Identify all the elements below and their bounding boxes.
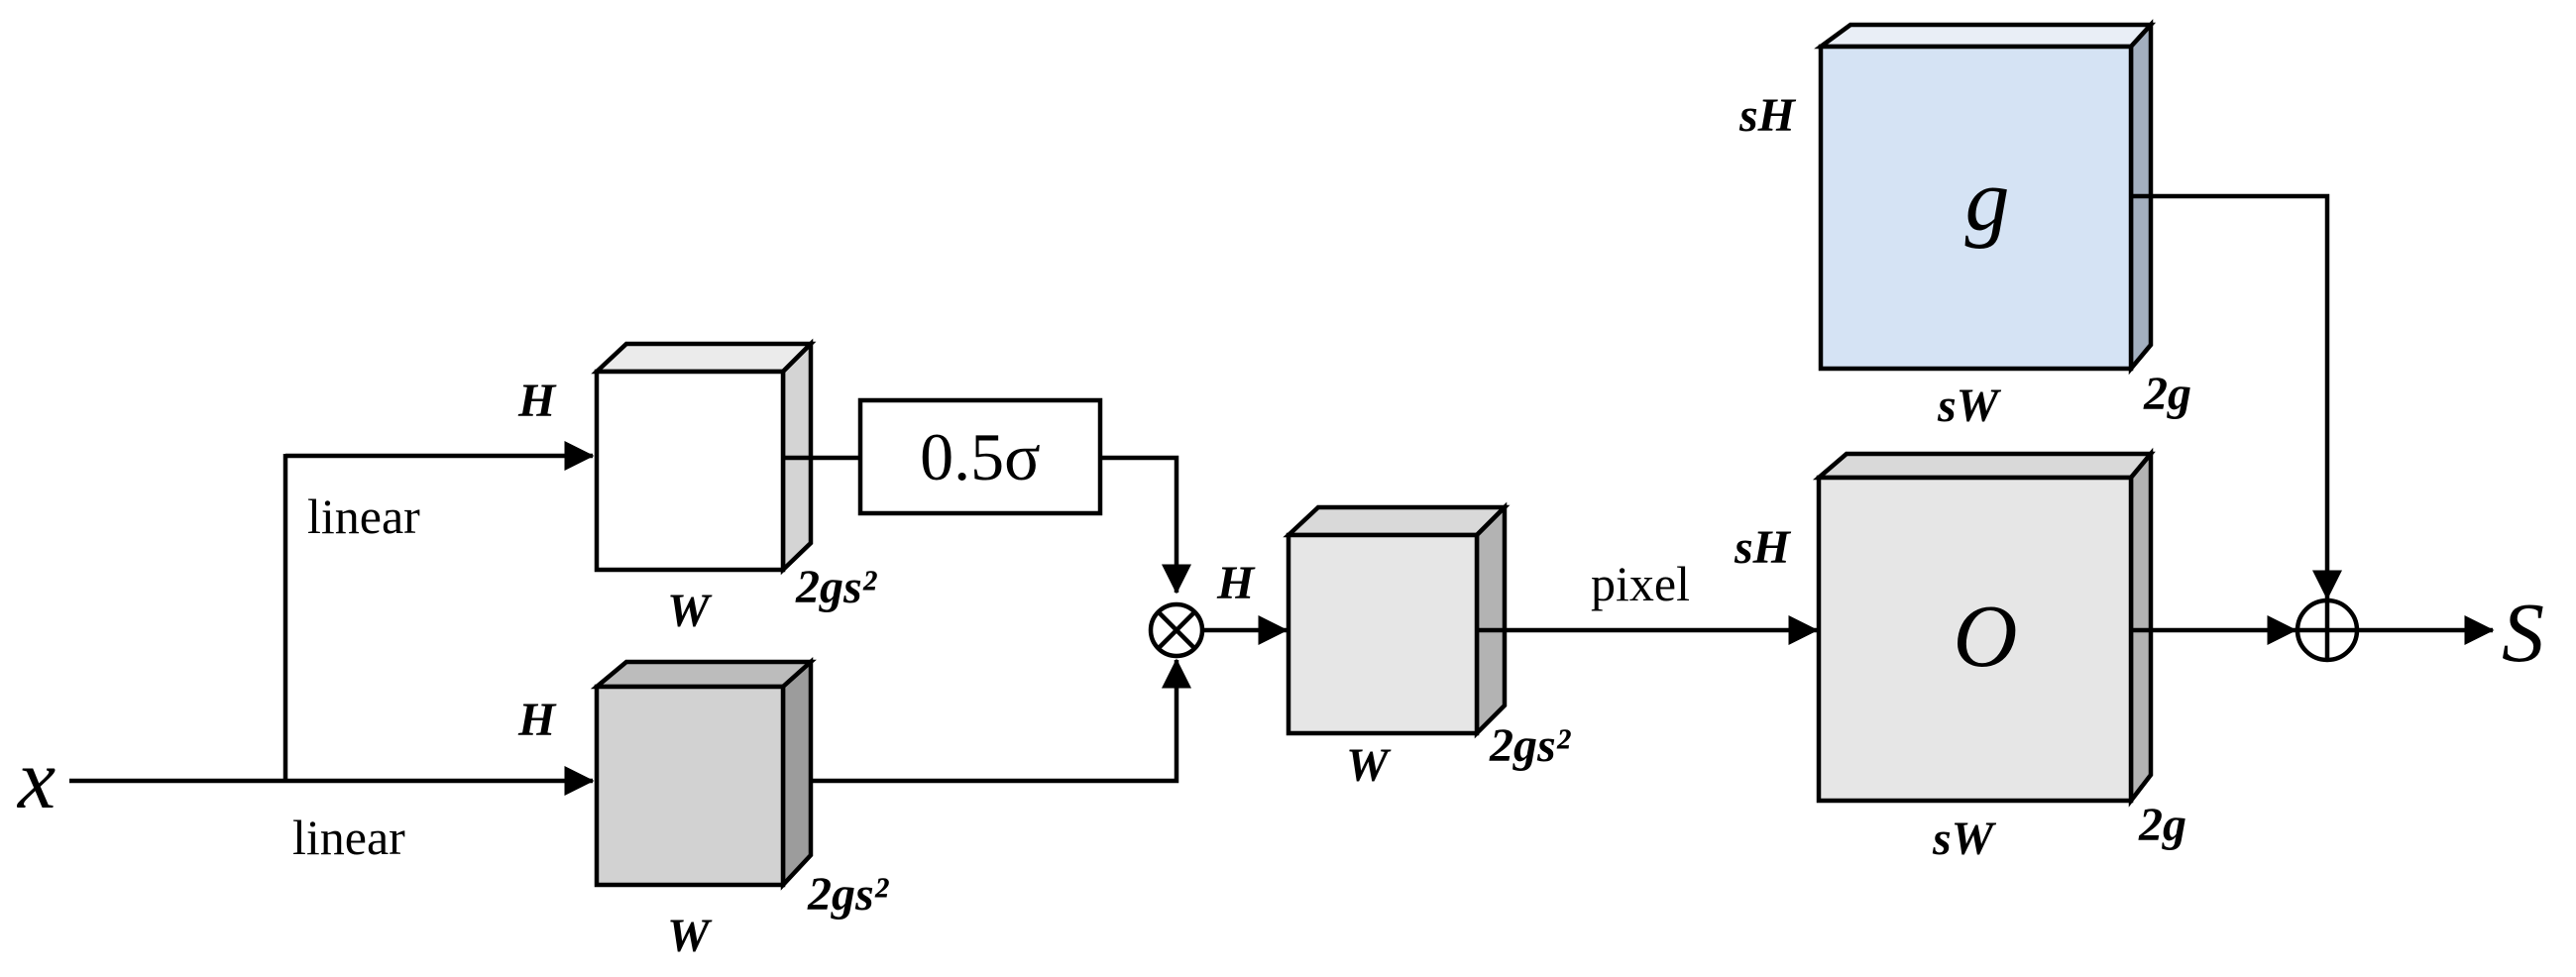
o-cube-front-face [1816,475,2134,804]
bottom-feature-cube [590,656,817,891]
sigmoid-to-multiply-arrow [1100,455,1191,595]
input-label: x [16,731,56,826]
top-linear-label: linear [307,488,420,544]
bottom-cube-to-multiply-arrow [811,658,1191,784]
g-cube-to-add-arrow [2131,193,2342,600]
o-cube-side-face [2128,447,2154,808]
g-cube-height-label: sH [1738,89,1797,142]
mid-cube-width-label: W [1346,739,1392,792]
top-cube-depth-label: 2gs² [795,561,878,613]
mid-feature-cube [1283,501,1511,739]
bottom-cube-front-face [594,684,786,888]
bottom-cube-depth-label: 2gs² [807,868,890,921]
o-output-cube [1812,447,2156,808]
g-cube-depth-label: 2g [2143,368,2191,420]
bottom-cube-top-face [590,659,817,690]
g-input-cube [1814,19,2157,376]
top-feature-cube [591,338,817,576]
output-label: S [2502,585,2544,680]
add-operator [2295,597,2360,663]
g-cube-top-face [1814,22,2157,50]
o-cube-height-label: sH [1734,521,1792,574]
pixel-label: pixel [1591,556,1690,611]
multiply-operator [1148,601,1205,659]
bottom-cube-width-label: W [667,910,713,962]
mid-cube-top-face [1283,504,1511,538]
bottom-linear-label: linear [292,810,405,865]
g-cube-width-label: sW [1937,380,2002,432]
mid-cube-front-face [1286,532,1480,736]
bottom-cube-side-face [780,656,814,891]
o-cube-depth-label: 2g [2138,799,2186,851]
g-cube-front-face [1818,44,2134,372]
mid-cube-height-label: H [1216,557,1256,609]
bottom-cube-height-label: H [517,694,557,746]
mid-cube-depth-label: 2gs² [1489,719,1572,772]
o-cube-width-label: sW [1932,813,1997,865]
top-cube-width-label: W [667,585,713,637]
o-cube-content-label: O [1954,588,2018,686]
g-cube-content-label: g [1965,152,2010,250]
mid-cube-side-face [1474,501,1508,739]
top-cube-height-label: H [517,375,557,427]
o-cube-top-face [1812,451,2156,481]
sigmoid-label: 0.5σ [920,419,1041,494]
top-cube-top-face [591,341,817,375]
top-cube-front-face [594,369,786,573]
